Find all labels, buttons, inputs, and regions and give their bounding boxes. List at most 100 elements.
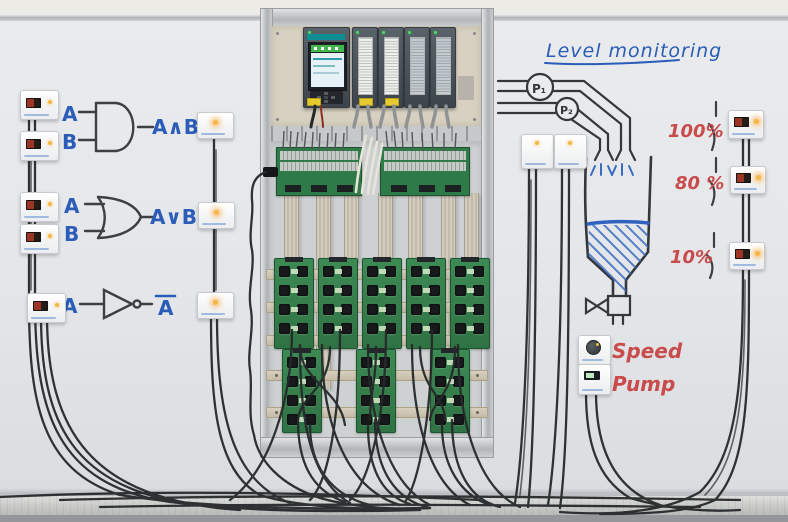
- io-connector[interactable]: [379, 357, 390, 368]
- io-connector[interactable]: [341, 285, 352, 296]
- brand-label: [24, 248, 50, 250]
- io-connector[interactable]: [367, 266, 378, 277]
- io-connector[interactable]: [429, 304, 440, 315]
- io-connector[interactable]: [455, 285, 466, 296]
- io-connector[interactable]: [473, 323, 484, 334]
- pcb-label: [423, 288, 430, 293]
- io-connector[interactable]: [361, 414, 372, 425]
- io-connector[interactable]: [455, 323, 466, 334]
- switch-module-100: [728, 110, 764, 139]
- io-connector[interactable]: [429, 266, 440, 277]
- io-connector[interactable]: [411, 266, 422, 277]
- io-connector[interactable]: [279, 304, 290, 315]
- toggle-switch[interactable]: [735, 249, 750, 259]
- brand-label: [201, 313, 225, 315]
- io-connector[interactable]: [453, 357, 464, 368]
- toggle-switch[interactable]: [26, 200, 41, 210]
- io-connector[interactable]: [287, 414, 298, 425]
- io-connector[interactable]: [287, 376, 298, 387]
- io-connector[interactable]: [453, 414, 464, 425]
- pcb-label: [379, 288, 386, 293]
- io-connector[interactable]: [411, 285, 422, 296]
- toggle-switch[interactable]: [734, 117, 749, 127]
- io-connector[interactable]: [453, 395, 464, 406]
- io-connector[interactable]: [473, 304, 484, 315]
- io-connector[interactable]: [379, 376, 390, 387]
- io-connector[interactable]: [305, 414, 316, 425]
- io-connector[interactable]: [473, 285, 484, 296]
- io-connector[interactable]: [341, 323, 352, 334]
- io-connector[interactable]: [411, 323, 422, 334]
- io-connector[interactable]: [341, 266, 352, 277]
- io-connector[interactable]: [379, 414, 390, 425]
- io3-label-strip: [410, 37, 425, 95]
- toggle-switch[interactable]: [26, 98, 41, 108]
- io-connector[interactable]: [379, 395, 390, 406]
- wall-strip: [0, 0, 788, 14]
- toggle-switch[interactable]: [26, 139, 41, 149]
- io-connector[interactable]: [385, 323, 396, 334]
- io-connector[interactable]: [305, 376, 316, 387]
- io-connector[interactable]: [455, 304, 466, 315]
- pcb-label: [467, 307, 474, 312]
- io-connector[interactable]: [361, 357, 372, 368]
- output-led: [213, 120, 218, 125]
- io-connector[interactable]: [429, 285, 440, 296]
- io-connector[interactable]: [305, 357, 316, 368]
- io1-address-tag: [359, 98, 373, 106]
- pcb-label: [335, 269, 342, 274]
- toggle-switch[interactable]: [26, 232, 41, 242]
- io-connector[interactable]: [361, 395, 372, 406]
- io-connector[interactable]: [323, 323, 334, 334]
- io-connector[interactable]: [279, 285, 290, 296]
- io-connector[interactable]: [411, 304, 422, 315]
- io-connector[interactable]: [367, 285, 378, 296]
- io-connector[interactable]: [297, 304, 308, 315]
- pcb-label: [335, 307, 342, 312]
- io-connector[interactable]: [297, 266, 308, 277]
- io-connector[interactable]: [287, 357, 298, 368]
- pcb-label: [423, 307, 430, 312]
- io-connector[interactable]: [367, 323, 378, 334]
- pcb-label: [291, 307, 298, 312]
- io-connector[interactable]: [429, 323, 440, 334]
- io-connector[interactable]: [453, 376, 464, 387]
- io-connector[interactable]: [473, 266, 484, 277]
- pcb-label: [447, 398, 454, 403]
- io-connector[interactable]: [367, 304, 378, 315]
- io-connector[interactable]: [385, 266, 396, 277]
- ribbon-cable: [408, 193, 423, 263]
- switch-module-a2: [20, 192, 59, 222]
- io-connector[interactable]: [341, 304, 352, 315]
- brand-label: [24, 216, 50, 218]
- plc-io-module-4: [430, 27, 456, 108]
- io-connector[interactable]: [455, 266, 466, 277]
- io-connector[interactable]: [323, 266, 334, 277]
- brand-label: [582, 389, 604, 391]
- io-connector[interactable]: [279, 323, 290, 334]
- io-connector[interactable]: [297, 285, 308, 296]
- brand-label: [582, 359, 604, 361]
- pump-display-module: [578, 364, 611, 395]
- io1-label-strip: [358, 37, 373, 95]
- switch-module-10: [729, 242, 765, 270]
- io-connector[interactable]: [323, 304, 334, 315]
- toggle-switch[interactable]: [736, 173, 751, 183]
- brand-label: [732, 133, 756, 135]
- speed-knob[interactable]: [586, 340, 601, 355]
- io-connector[interactable]: [435, 414, 446, 425]
- io-connector[interactable]: [305, 395, 316, 406]
- io-connector[interactable]: [361, 376, 372, 387]
- io-connector[interactable]: [435, 395, 446, 406]
- io-connector[interactable]: [385, 304, 396, 315]
- io-connector[interactable]: [297, 323, 308, 334]
- brand-label: [24, 155, 50, 157]
- io-connector[interactable]: [435, 376, 446, 387]
- io-connector[interactable]: [323, 285, 334, 296]
- io-connector[interactable]: [279, 266, 290, 277]
- toggle-switch[interactable]: [33, 301, 48, 311]
- io-connector[interactable]: [385, 285, 396, 296]
- io-connector[interactable]: [435, 357, 446, 368]
- io-connector[interactable]: [287, 395, 298, 406]
